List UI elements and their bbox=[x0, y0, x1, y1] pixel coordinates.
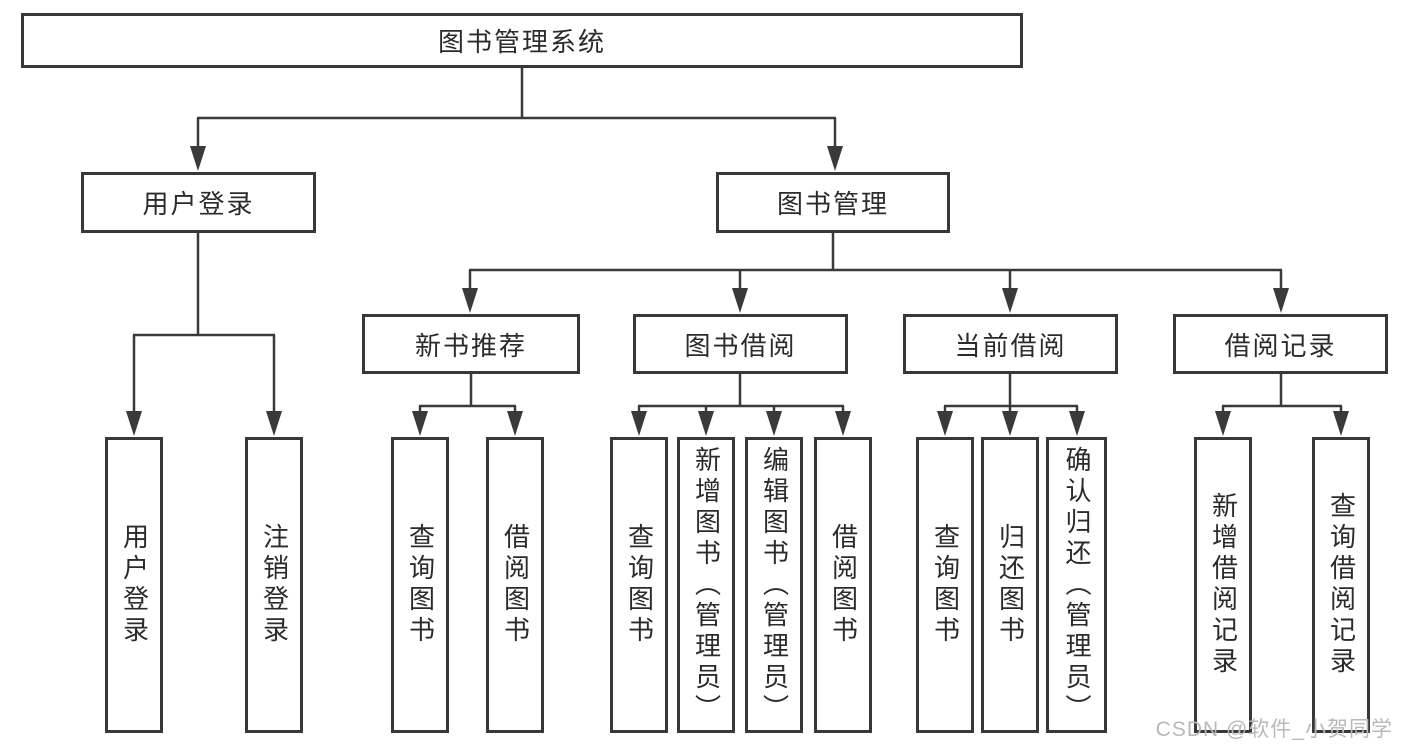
arrowhead bbox=[462, 288, 478, 313]
arrowhead bbox=[1215, 411, 1231, 436]
leaf-label: 查询借阅记录 bbox=[1326, 492, 1357, 678]
arrowhead bbox=[698, 411, 714, 436]
arrowhead bbox=[507, 411, 523, 436]
leaf-logout: 注销登录 bbox=[245, 437, 303, 733]
leaf-label: 新增图书（管理员） bbox=[691, 445, 722, 725]
arrowhead bbox=[412, 411, 428, 436]
node-root-title: 图书管理系统 bbox=[21, 13, 1023, 68]
arrowhead bbox=[1273, 288, 1289, 313]
leaf-label: 查询图书 bbox=[624, 523, 655, 647]
arrowhead bbox=[126, 411, 142, 436]
arrowhead bbox=[827, 146, 843, 171]
leaf-label: 新增借阅记录 bbox=[1208, 492, 1239, 678]
arrowhead bbox=[835, 411, 851, 436]
arrowhead bbox=[1002, 411, 1018, 436]
leaf-edit-books-admin: 编辑图书（管理员） bbox=[745, 437, 803, 733]
leaf-user-login: 用户登录 bbox=[105, 437, 163, 733]
leaf-label: 编辑图书（管理员） bbox=[759, 445, 790, 725]
node-current-borrowing: 当前借阅 bbox=[903, 314, 1118, 374]
arrowhead bbox=[937, 411, 953, 436]
connector-borrow-records-to-leaves bbox=[1221, 374, 1343, 419]
arrowhead bbox=[766, 411, 782, 436]
arrowhead bbox=[631, 411, 647, 436]
arrowhead bbox=[1002, 288, 1018, 313]
arrowhead bbox=[1333, 411, 1349, 436]
leaf-label: 归还图书 bbox=[995, 523, 1026, 647]
arrowheads bbox=[126, 146, 1349, 436]
leaf-confirm-return-admin: 确认归还（管理员） bbox=[1046, 437, 1107, 733]
leaf-return-books: 归还图书 bbox=[981, 437, 1039, 733]
leaf-borrowing-borrow-books: 借阅图书 bbox=[814, 437, 872, 733]
arrowhead bbox=[190, 146, 206, 171]
node-user-login: 用户登录 bbox=[81, 172, 316, 233]
connector-book-borrow-to-leaves bbox=[637, 374, 845, 419]
leaf-add-books-admin: 新增图书（管理员） bbox=[677, 437, 735, 733]
node-borrowing-records: 借阅记录 bbox=[1173, 314, 1388, 374]
csdn-watermark: CSDN @软件_小贺同学 bbox=[1155, 718, 1393, 741]
leaf-label: 确认归还（管理员） bbox=[1062, 445, 1093, 725]
leaf-label: 注销登录 bbox=[259, 523, 290, 647]
leaf-label: 用户登录 bbox=[119, 523, 150, 647]
connector-root-to-level2 bbox=[196, 68, 837, 154]
leaf-label: 查询图书 bbox=[930, 523, 961, 647]
connector-user-login-to-leaves bbox=[132, 233, 276, 419]
arrowhead bbox=[266, 411, 282, 436]
leaf-recommend-borrow-books: 借阅图书 bbox=[486, 437, 544, 733]
leaf-label: 查询图书 bbox=[405, 523, 436, 647]
arrowhead bbox=[732, 288, 748, 313]
leaf-label: 借阅图书 bbox=[828, 523, 859, 647]
node-new-book-recommend: 新书推荐 bbox=[362, 314, 580, 374]
node-book-management: 图书管理 bbox=[716, 172, 950, 233]
leaf-current-query-books: 查询图书 bbox=[916, 437, 974, 733]
leaf-label: 借阅图书 bbox=[500, 523, 531, 647]
connector-book-mgmt-to-level3 bbox=[468, 233, 1283, 296]
leaf-recommend-query-books: 查询图书 bbox=[391, 437, 449, 733]
leaf-add-borrow-record: 新增借阅记录 bbox=[1194, 437, 1252, 733]
arrowhead bbox=[1069, 411, 1085, 436]
leaf-borrowing-query-books: 查询图书 bbox=[610, 437, 668, 733]
node-book-borrowing: 图书借阅 bbox=[633, 314, 848, 374]
connector-new-book-rec-to-leaves bbox=[418, 374, 517, 419]
leaf-query-borrow-record: 查询借阅记录 bbox=[1312, 437, 1370, 733]
